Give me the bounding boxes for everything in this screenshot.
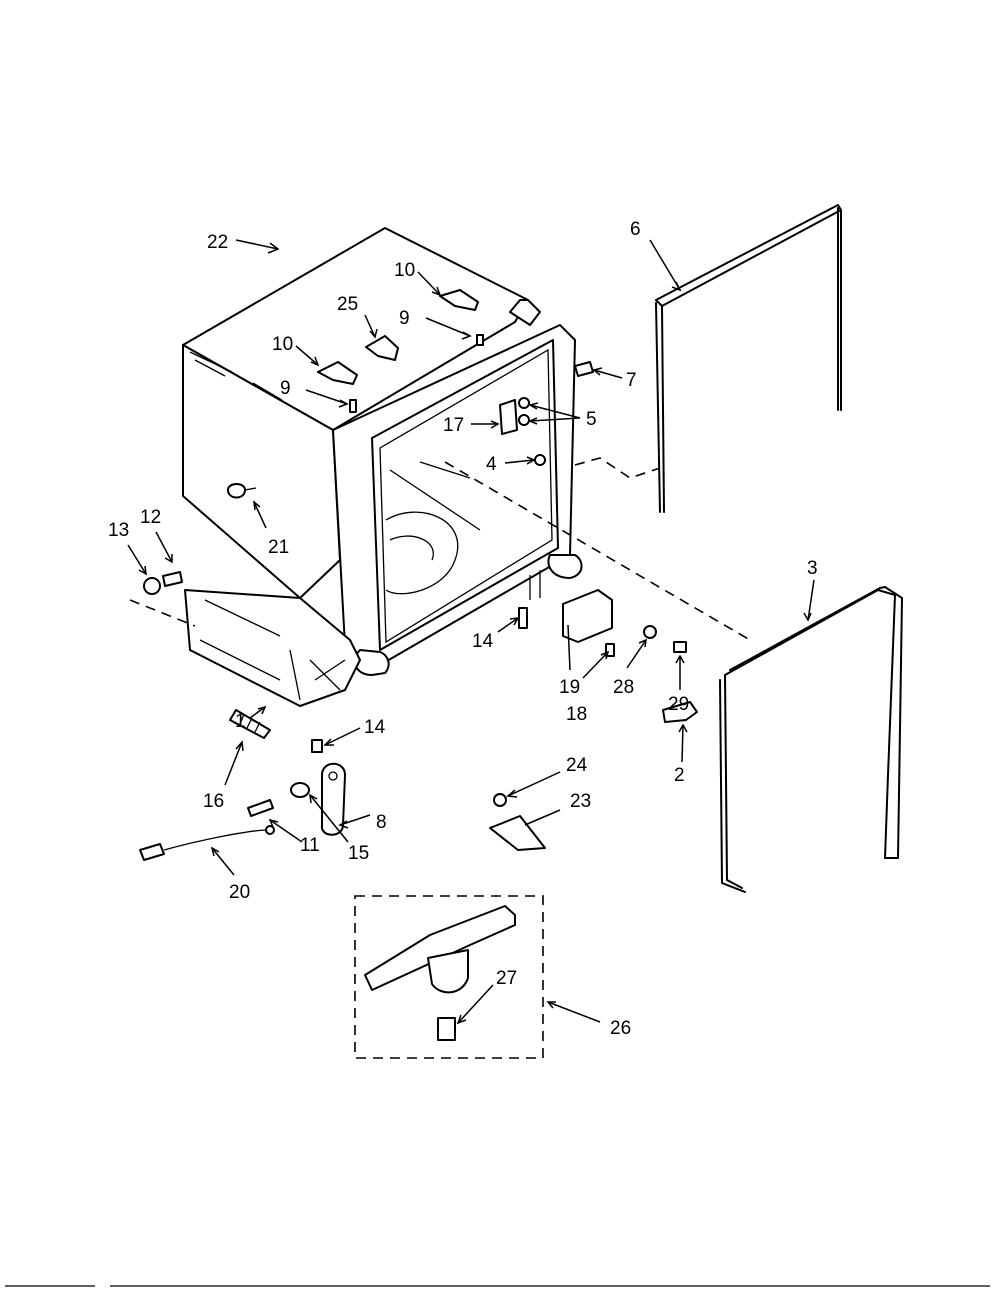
- callout-17: 17: [443, 415, 464, 436]
- leader-lines: [127, 239, 815, 1025]
- callout-28: 28: [613, 677, 634, 698]
- callout-19: 19: [559, 677, 580, 698]
- callout-13: 13: [108, 520, 129, 541]
- callout-2: 2: [674, 765, 685, 786]
- callout-21: 21: [268, 537, 289, 558]
- callout-26: 26: [610, 1018, 631, 1039]
- alignment-lines: [129, 457, 751, 641]
- callout-14-right: 14: [472, 631, 494, 652]
- callout-11: 11: [300, 835, 320, 856]
- callout-6: 6: [630, 219, 641, 240]
- door-seal-part: [655, 204, 842, 513]
- callout-18: 18: [566, 704, 587, 725]
- callout-9-upper: 9: [399, 308, 410, 329]
- callout-9-lower: 9: [280, 378, 291, 399]
- callout-29: 29: [668, 694, 689, 715]
- callout-labels: 22 10 10 25 9 9 6 7 5 17 4 21 13 12 3 14…: [108, 219, 818, 1039]
- callout-15: 15: [348, 843, 369, 864]
- callout-10-lower: 10: [272, 334, 293, 355]
- tub-assembly: [182, 227, 583, 707]
- callout-23: 23: [570, 791, 591, 812]
- callout-4: 4: [486, 454, 497, 475]
- callout-24: 24: [566, 755, 588, 776]
- callout-7: 7: [626, 370, 637, 391]
- callout-27: 27: [496, 968, 517, 989]
- small-parts: [139, 289, 698, 861]
- spray-arm-assembly: [354, 895, 544, 1059]
- callout-3: 3: [807, 558, 818, 579]
- callout-16: 16: [203, 791, 224, 812]
- callout-14-left: 14: [364, 717, 386, 738]
- callout-5: 5: [586, 409, 597, 430]
- callout-25: 25: [337, 294, 358, 315]
- callout-12: 12: [140, 507, 161, 528]
- callout-20: 20: [229, 882, 250, 903]
- callout-10-upper: 10: [394, 260, 415, 281]
- callout-8: 8: [376, 812, 387, 833]
- callout-1: 1: [235, 711, 246, 732]
- callout-22: 22: [207, 232, 228, 253]
- tub-gasket-part: [719, 586, 903, 893]
